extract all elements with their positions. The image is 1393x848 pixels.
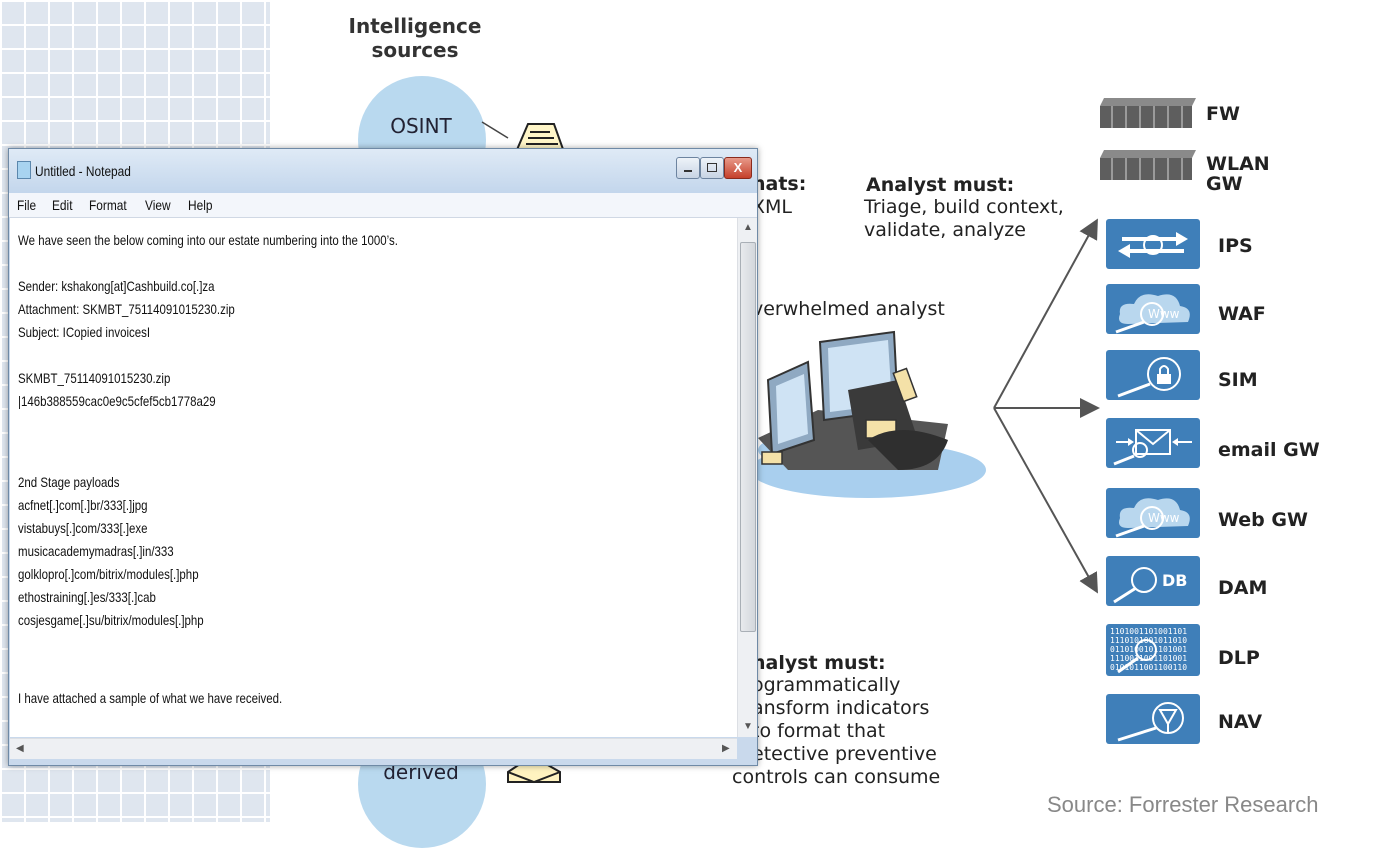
svg-text:1101001101001101 11101: 1101001101001101 1110101001011010 011010…	[1110, 627, 1192, 672]
connector-line	[481, 121, 509, 139]
formats-heading-partial: nats:	[752, 173, 807, 195]
scroll-up-icon[interactable]: ▲	[743, 222, 753, 233]
analyst-top-line-2: validate, analyze	[864, 219, 1026, 241]
scroll-right-icon[interactable]: ▶	[722, 743, 730, 754]
control-label-nav: NAV	[1218, 711, 1263, 733]
menu-file[interactable]: File	[17, 197, 37, 213]
text-line: cosjesgame[.]su/bitrix/modules[.]php	[18, 612, 204, 628]
menu-edit[interactable]: Edit	[52, 197, 73, 213]
binary-icon: 1101001101001101 1110101001011010 011010…	[1106, 624, 1200, 676]
text-line: acfnet[.]com[.]br/333[.]jpg	[18, 497, 148, 513]
notepad-window[interactable]: Untitled - Notepad X File Edit Format Vi…	[8, 148, 758, 766]
cloud-www-icon: Www	[1106, 488, 1200, 538]
vertical-scrollbar[interactable]: ▲ ▼	[737, 218, 757, 737]
control-label-wlan: WLAN	[1206, 153, 1270, 175]
lock-icon	[1106, 350, 1200, 400]
www-text: Www	[1148, 307, 1180, 321]
window-title: Untitled - Notepad	[35, 163, 131, 179]
text-editor-area[interactable]: We have seen the below coming into our e…	[10, 218, 737, 737]
control-label-fw: FW	[1206, 103, 1240, 125]
scroll-left-icon[interactable]: ◀	[16, 743, 24, 754]
analyst-top-heading: Analyst must:	[866, 174, 1015, 196]
osint-label: OSINT	[390, 114, 452, 138]
text-line: Sender: kshakong[at]Cashbuild.co[.]za	[18, 278, 215, 294]
control-label-web-gw: Web GW	[1218, 509, 1308, 531]
maximize-icon	[707, 163, 717, 172]
control-label-gw: GW	[1206, 173, 1243, 195]
close-icon: X	[733, 160, 743, 175]
text-line: vistabuys[.]com/333[.]exe	[18, 520, 148, 536]
minimize-button[interactable]	[676, 157, 700, 179]
control-label-sim: SIM	[1218, 369, 1258, 391]
scroll-down-icon[interactable]: ▼	[743, 721, 753, 732]
virus-icon	[1106, 694, 1200, 744]
menu-format[interactable]: Format	[88, 197, 127, 213]
intelligence-sources-title: Intelligence sources	[348, 14, 482, 62]
close-button[interactable]: X	[724, 157, 752, 179]
analyst-bottom-line-1: ogrammatically	[752, 674, 901, 696]
text-line: Attachment: SKMBT_75114091015230.zip	[18, 301, 235, 317]
notepad-app-icon	[17, 161, 31, 179]
distribution-arrows	[993, 218, 1100, 594]
scrollbar-thumb[interactable]	[740, 242, 756, 632]
analyst-bottom-line-3: to format that	[752, 720, 886, 742]
overwhelmed-analyst-illustration	[750, 330, 986, 498]
menu-bar: File Edit Format View Help	[9, 193, 757, 218]
minimize-icon	[684, 170, 692, 172]
menu-help[interactable]: Help	[187, 197, 213, 213]
cloud-www-icon: Www	[1106, 284, 1200, 334]
analyst-bottom-line-5: controls can consume	[732, 766, 941, 788]
text-line: SKMBT_75114091015230.zip	[18, 370, 171, 386]
control-label-dam: DAM	[1218, 577, 1268, 599]
text-line: We have seen the below coming into our e…	[18, 232, 398, 248]
db-text: DB	[1162, 571, 1187, 590]
control-label-email-gw: email GW	[1218, 439, 1320, 461]
horizontal-scrollbar[interactable]: ◀ ▶	[10, 738, 737, 759]
text-line: |146b388559cac0e9c5cfef5cb1778a29	[18, 393, 216, 409]
formats-sub-partial: XML	[752, 196, 792, 218]
firewall-icon	[1100, 98, 1196, 128]
text-line: 2nd Stage payloads	[18, 474, 120, 490]
overwhelmed-analyst-label: verwhelmed analyst	[752, 298, 945, 320]
analyst-bottom-heading: nalyst must:	[752, 652, 886, 674]
source-credit: Source: Forrester Research	[1047, 792, 1319, 817]
analyst-top-line-1: Triage, build context,	[864, 196, 1064, 218]
www-text: Www	[1148, 511, 1180, 525]
firewall-icon	[1100, 150, 1196, 180]
envelope-icon	[1106, 418, 1200, 468]
analyst-bottom-line-4: etective preventive	[752, 743, 937, 765]
db-icon: DB	[1106, 556, 1200, 606]
control-label-dlp: DLP	[1218, 647, 1260, 669]
control-label-ips: IPS	[1218, 235, 1253, 257]
text-line: musicacademymadras[.]in/333	[18, 543, 174, 559]
analyst-bottom-line-2: ansform indicators	[752, 697, 930, 719]
text-line: golklopro[.]com/bitrix/modules[.]php	[18, 566, 199, 582]
control-label-waf: WAF	[1218, 303, 1266, 325]
menu-view[interactable]: View	[145, 197, 171, 213]
text-line: Subject: ICopied invoicesI	[18, 324, 151, 340]
ips-icon	[1106, 219, 1200, 269]
notepad-titlebar[interactable]: Untitled - Notepad X	[9, 149, 757, 193]
text-line: I have attached a sample of what we have…	[18, 690, 283, 706]
maximize-button[interactable]	[700, 157, 724, 179]
text-line: ethostraining[.]es/333[.]cab	[18, 589, 156, 605]
